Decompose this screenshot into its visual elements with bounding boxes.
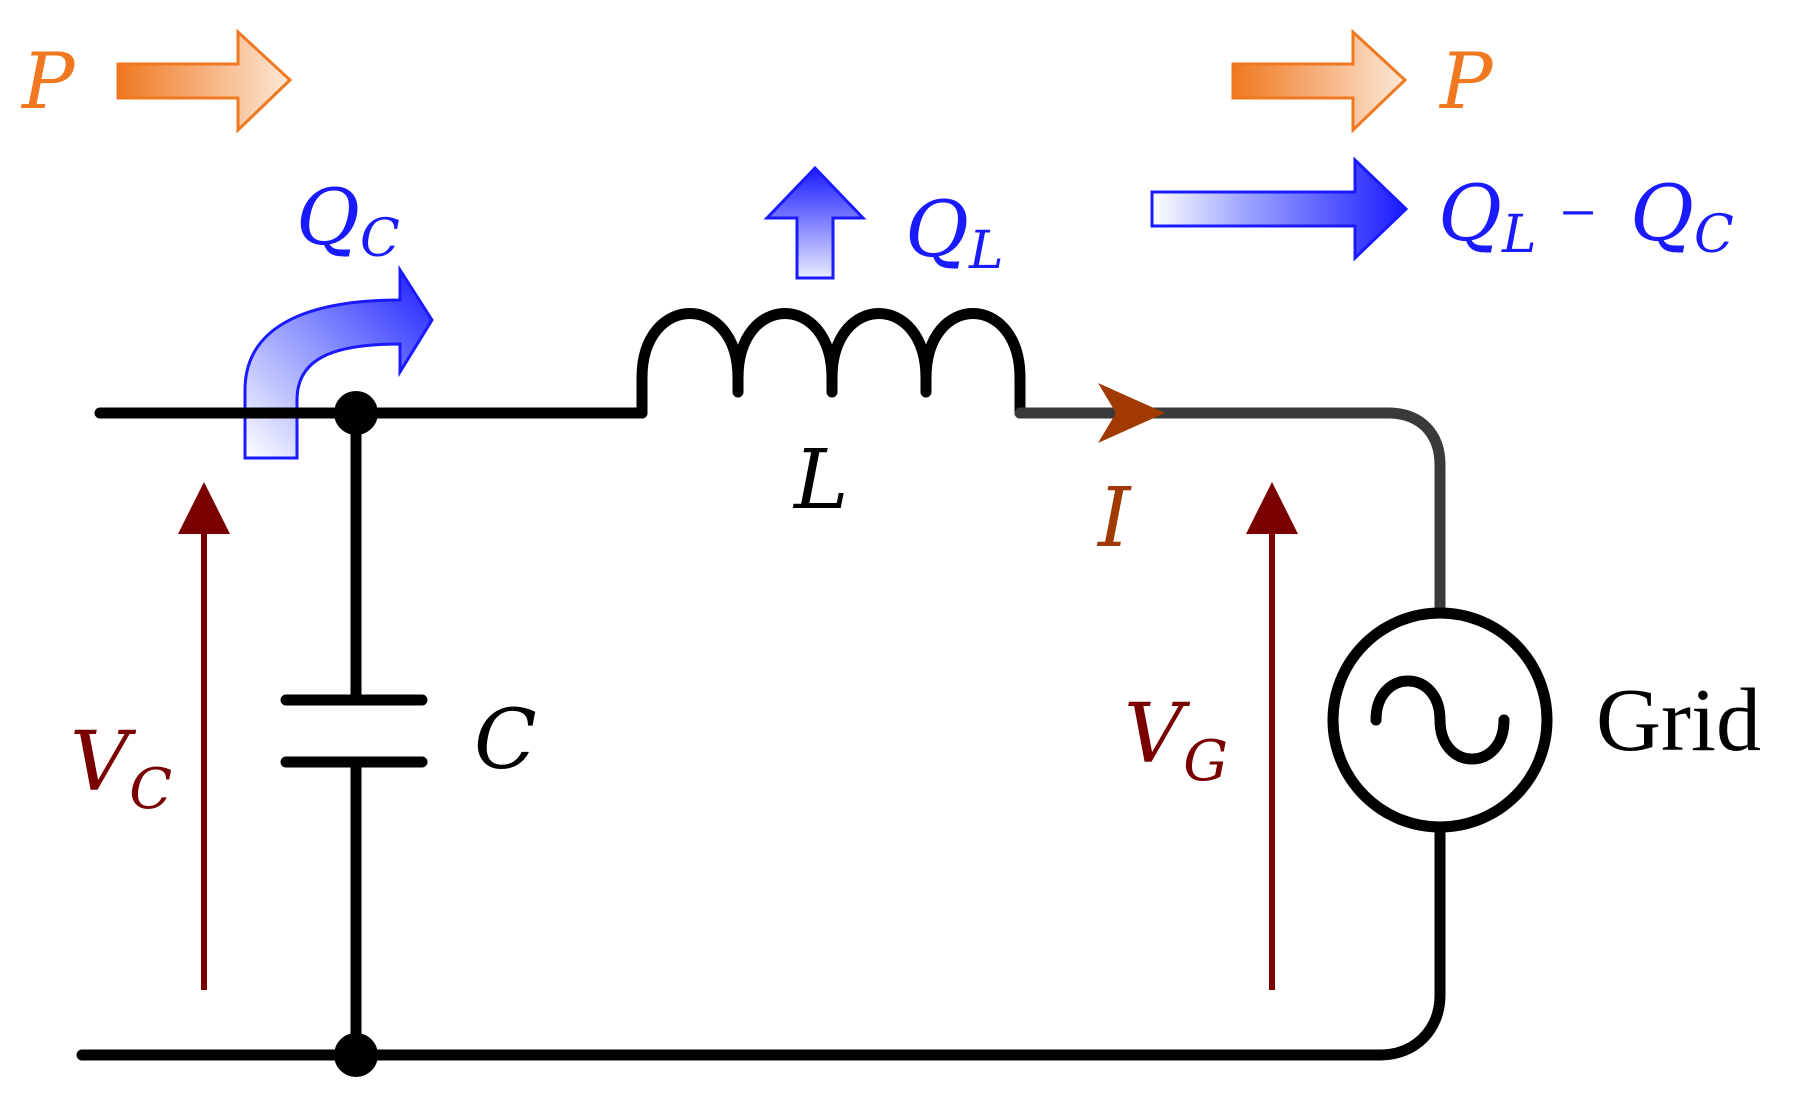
svg-text:−: − — [1560, 177, 1596, 248]
inductor-label: L — [792, 433, 848, 528]
capacitor-voltage-label: VC — [70, 715, 172, 822]
svg-text:QL: QL — [1438, 169, 1536, 265]
svg-text:QC: QC — [296, 173, 400, 269]
inductor-coil — [636, 308, 1026, 398]
svg-text:VC: VC — [70, 715, 172, 822]
junction-bottom — [334, 1033, 378, 1077]
inductor-reactive-power-arrow-icon — [763, 165, 867, 280]
bottom-wire — [76, 824, 1446, 1061]
grid-voltage-label: VG — [1124, 687, 1228, 794]
active-power-in-arrow-icon — [116, 28, 293, 134]
ac-source-wave — [1370, 675, 1510, 765]
capacitor-label: C — [474, 693, 537, 788]
current-label: I — [1096, 471, 1132, 566]
reactive-power-out-label: QL − QC — [1438, 169, 1734, 265]
active-power-out-label: P — [1438, 37, 1494, 127]
svg-text:QL: QL — [905, 185, 1003, 281]
reactive-power-out-arrow-icon — [1150, 156, 1409, 262]
capacitor-reactive-power-label: QC — [296, 173, 400, 269]
grid-voltage-arrow-icon — [1246, 482, 1298, 534]
svg-text:QC: QC — [1630, 169, 1734, 265]
junction-top — [334, 391, 378, 435]
capacitor-reactive-power-arrow-icon — [243, 264, 434, 460]
svg-text:VG: VG — [1124, 687, 1228, 794]
grid-label: Grid — [1596, 671, 1761, 770]
active-power-out-arrow-icon — [1231, 28, 1408, 134]
top-wire-right — [1014, 407, 1446, 618]
capacitor-voltage-arrow-icon — [178, 482, 230, 534]
current-direction-arrow-icon — [1098, 383, 1165, 443]
active-power-in-label: P — [20, 37, 76, 127]
inductor-reactive-power-label: QL — [905, 185, 1003, 281]
